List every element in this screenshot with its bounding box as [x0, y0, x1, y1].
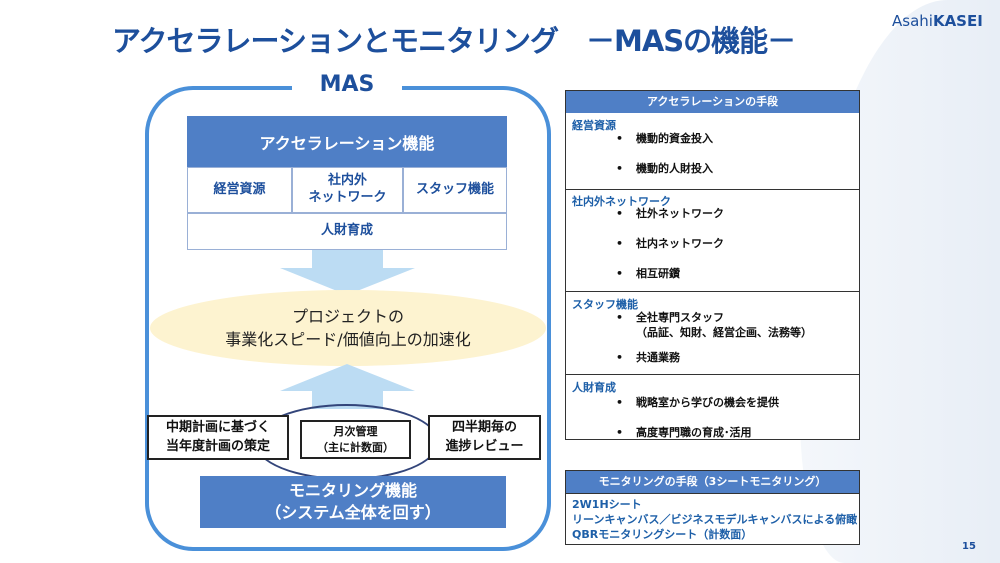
section-management-resources: 経営資源 •機動的資金投入 •機動的人財投入 — [566, 113, 859, 189]
list-item: •全社専門スタッフ （品証、知財、経営企画、法務等） — [616, 311, 812, 339]
list-item: •社内ネットワーク — [616, 237, 724, 250]
acceleration-header: アクセラレーション機能 — [187, 116, 507, 167]
section-hr-development: 人財育成 •戦略室から学びの機会を提供 •高度専門職の育成･活用 — [566, 374, 859, 441]
logo-text-kasei: KASEI — [932, 12, 983, 30]
table-header: モニタリングの手段（3シートモニタリング） — [566, 471, 859, 493]
page-number: 15 — [962, 541, 976, 552]
down-arrow-icon — [280, 250, 415, 295]
monitoring-means-table: モニタリングの手段（3シートモニタリング） 2W1Hシート リーンキャンバス／ビ… — [565, 470, 860, 545]
section-heading: 人財育成 — [572, 381, 616, 394]
box-monthly-management: 月次管理（主に計数面） — [300, 420, 411, 459]
list-item: •戦略室から学びの機会を提供 — [616, 396, 779, 409]
cell-management-resources: 経営資源 — [187, 167, 292, 213]
mas-label: MAS — [292, 72, 402, 97]
list-item: •社外ネットワーク — [616, 207, 724, 220]
cell-staff-function: スタッフ機能 — [403, 167, 507, 213]
cell-network: 社内外 ネットワーク — [292, 167, 403, 213]
acceleration-goal-ellipse: プロジェクトの 事業化スピード/価値向上の加速化 — [150, 290, 546, 366]
box-annual-plan: 中期計画に基づく当年度計画の策定 — [147, 415, 289, 460]
list-item: •共通業務 — [616, 351, 680, 364]
section-heading: 経営資源 — [572, 119, 616, 132]
section-network: 社内外ネットワーク •社外ネットワーク •社内ネットワーク •相互研鑽 — [566, 189, 859, 291]
box-line: 四半期毎の — [451, 420, 517, 436]
list-item: •相互研鑽 — [616, 267, 680, 280]
company-logo: AsahiKASEI — [892, 12, 983, 30]
box-line: 中期計画に基づく — [165, 420, 270, 436]
monitor-line: （システム全体を回す） — [265, 503, 441, 522]
section-heading: 社内外ネットワーク — [572, 195, 671, 208]
list-item: •機動的資金投入 — [616, 132, 713, 145]
section-staff-function: スタッフ機能 •全社専門スタッフ （品証、知財、経営企画、法務等） •共通業務 — [566, 291, 859, 374]
list-item: •高度専門職の育成･活用 — [616, 426, 752, 439]
monitor-sheet-3: QBRモニタリングシート（計数面） — [572, 528, 753, 541]
up-arrow-icon — [280, 364, 415, 409]
box-line: 当年度計画の策定 — [165, 438, 270, 454]
cell-hr-development: 人財育成 — [187, 213, 507, 250]
monitor-sheet-2: リーンキャンバス／ビジネスモデルキャンバスによる俯瞰 — [572, 513, 858, 526]
table-header: アクセラレーションの手段 — [566, 91, 859, 113]
ellipse-line-1: プロジェクトの — [291, 306, 404, 326]
box-line: （主に計数面） — [317, 440, 394, 454]
box-quarterly-review: 四半期毎の進捗レビュー — [428, 415, 541, 460]
page-title: アクセラレーションとモニタリング －MASの機能－ — [112, 24, 796, 58]
monitoring-function-box: モニタリング機能 （システム全体を回す） — [200, 476, 506, 528]
monitor-line: モニタリング機能 — [288, 481, 417, 501]
acceleration-means-table: アクセラレーションの手段 経営資源 •機動的資金投入 •機動的人財投入 社内外ネ… — [565, 90, 860, 440]
box-line: 進捗レビュー — [445, 438, 524, 454]
box-line: 月次管理 — [333, 425, 378, 439]
monitor-sheet-1: 2W1Hシート — [572, 498, 642, 511]
section-heading: スタッフ機能 — [572, 298, 638, 311]
logo-text-asahi: Asahi — [892, 12, 933, 30]
ellipse-line-2: 事業化スピード/価値向上の加速化 — [225, 330, 471, 349]
list-item: •機動的人財投入 — [616, 162, 713, 175]
